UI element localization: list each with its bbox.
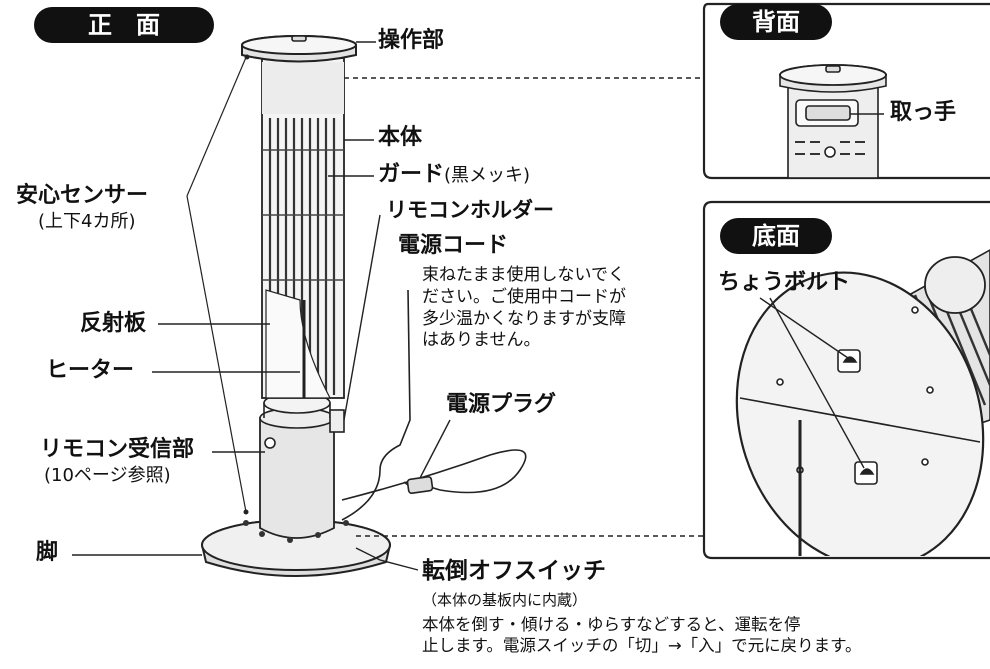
bottom-heading-text: 底面 [752,222,800,250]
leg-label: 脚 [36,540,59,565]
tip-switch-label: 転倒オフスイッチ [422,558,606,584]
guard-label: ガード [378,162,445,187]
front-heading-text: 正 面 [88,11,160,39]
cord-note: 束ねたまま使用しないでく ださい。ご使用中コードが 多少温かくなりますが支障 は… [422,265,626,352]
cord-note-line: ださい。ご使用中コードが [422,286,626,307]
handle-label: 取っ手 [890,100,957,125]
power-plug-label: 電源プラグ [446,392,557,417]
cord-note-line: 多少温かくなりますが支障 [422,308,626,329]
heater-front-illustration [186,35,527,577]
wing-bolt-label: ちょうボルト [718,270,851,295]
leader-lines [72,41,704,571]
operation-label: 操作部 [378,28,445,53]
bottom-view-panel [702,200,990,560]
cord-note-line: はありません。 [422,330,541,351]
receiver-note: (10ページ参照) [44,465,171,486]
cord-note-line: 束ねたまま使用しないでく [422,265,625,285]
back-view-panel [702,2,990,180]
bottom-view-heading: 底面 [720,218,832,254]
tip-switch-description: 本体を倒す・傾ける・ゆらすなどすると、運転を停 止します。電源スイッチの「切」→… [422,614,862,657]
power-cord-label: 電源コード [398,233,509,258]
heater-label: ヒーター [46,358,135,383]
guard-label-group: ガード(黒メッキ) [378,162,530,187]
receiver-label: リモコン受信部 [40,437,195,462]
tip-switch-note: （本体の基板内に内蔵） [422,591,588,609]
back-heading-text: 背面 [752,8,800,36]
sensor-note: (上下4カ所) [38,211,136,232]
sensor-label: 安心センサー [16,183,149,208]
guard-note: (黒メッキ) [444,165,531,186]
back-view-heading: 背面 [720,4,832,40]
body-label: 本体 [378,125,423,150]
tip-desc-line: 本体を倒す・傾ける・ゆらすなどすると、運転を停 [422,615,801,634]
tip-desc-line: 止します。電源スイッチの「切」→「入」で元に戻ります。 [422,636,862,656]
front-view-heading: 正 面 [34,7,214,43]
remote-holder-label: リモコンホルダー [386,198,554,222]
reflector-label: 反射板 [80,311,147,336]
